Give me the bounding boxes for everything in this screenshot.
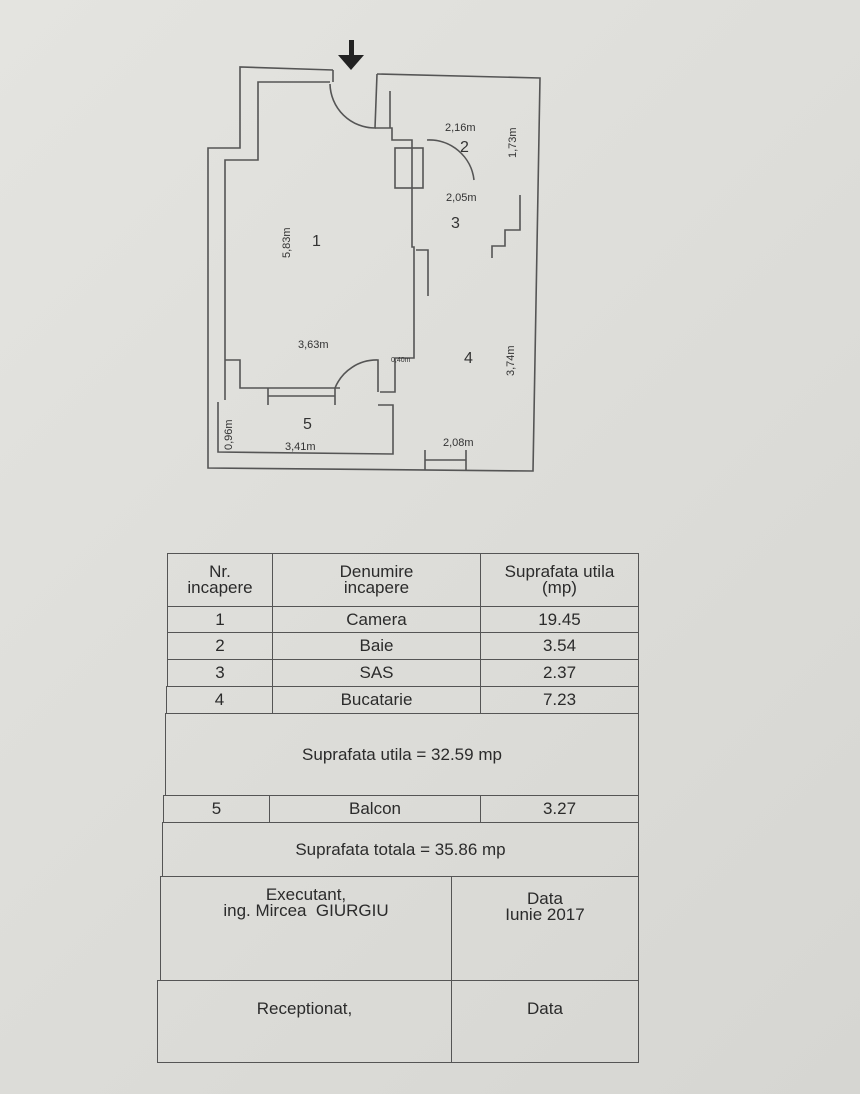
- header-nr: Nr. incapere: [167, 553, 273, 607]
- balcony-window: [267, 388, 336, 405]
- arrow-down-icon: [338, 55, 364, 70]
- kitchen-window: [424, 450, 467, 470]
- wall-room1-bottom: [225, 359, 340, 389]
- room-number: 2: [460, 139, 469, 156]
- row-nr: 3: [167, 659, 273, 687]
- row-name: Baie: [272, 632, 481, 660]
- dim-label: 3,41m: [285, 441, 316, 453]
- balcony-wall: [217, 402, 394, 455]
- date-value: Iunie 2017: [505, 905, 585, 924]
- row-area: 2.37: [480, 659, 639, 687]
- dim-label: 3,63m: [298, 339, 329, 351]
- grand-area-total: Suprafata totala = 35.86 mp: [162, 822, 639, 877]
- dim-label: 2,08m: [443, 437, 474, 449]
- dim-label: 3,74m: [505, 345, 517, 376]
- executant-cell: Executant, ing. Mircea GIURGIU: [160, 876, 452, 981]
- outer-wall: [207, 66, 541, 472]
- received-cell: Receptionat,: [157, 980, 452, 1063]
- row-nr: 1: [167, 606, 273, 633]
- shaft: [394, 147, 424, 189]
- row-area: 3.54: [480, 632, 639, 660]
- header-name: Denumire incapere: [272, 553, 481, 607]
- inner-wall: [224, 81, 330, 400]
- executant-name: ing. Mircea GIURGIU: [223, 901, 389, 920]
- row-name: Camera: [272, 606, 481, 633]
- row-nr: 5: [163, 795, 270, 823]
- balcony-door: [334, 359, 379, 392]
- wall-sas: [491, 195, 521, 258]
- row-nr: 4: [166, 686, 273, 714]
- dim-label: 1,73m: [507, 127, 519, 158]
- row-area: 7.23: [480, 686, 639, 714]
- header-area: Suprafata utila (mp): [480, 553, 639, 607]
- entrance-arrow-icon: [349, 40, 354, 56]
- room-number: 3: [451, 215, 460, 232]
- received-label: Receptionat,: [256, 999, 353, 1018]
- room-number: 1: [312, 233, 321, 250]
- bath-door: [426, 139, 475, 181]
- row-name: Balcon: [269, 795, 481, 823]
- useful-area-total: Suprafata utila = 32.59 mp: [165, 713, 639, 796]
- received-date-cell: Data: [451, 980, 639, 1063]
- entrance-door: [329, 70, 378, 129]
- row-area: 19.45: [480, 606, 639, 633]
- row-name: SAS: [272, 659, 481, 687]
- room-number: 5: [303, 416, 312, 433]
- wall-kitchen: [416, 249, 429, 296]
- dim-label: 2,05m: [446, 192, 477, 204]
- date-label: Data: [527, 889, 563, 908]
- wall-room1: [375, 127, 415, 393]
- row-area: 3.27: [480, 795, 639, 823]
- dim-label: 5,83m: [281, 227, 293, 258]
- date-cell: Data Iunie 2017: [451, 876, 639, 981]
- dim-label: 2,16m: [445, 122, 476, 134]
- row-name: Bucatarie: [272, 686, 481, 714]
- row-nr: 2: [167, 632, 273, 660]
- executant-label: Executant,: [265, 885, 347, 904]
- room-number: 4: [464, 350, 473, 367]
- received-date-label: Data: [527, 999, 563, 1018]
- dim-label: 0,40m: [391, 357, 411, 364]
- dim-label: 0,96m: [223, 419, 235, 450]
